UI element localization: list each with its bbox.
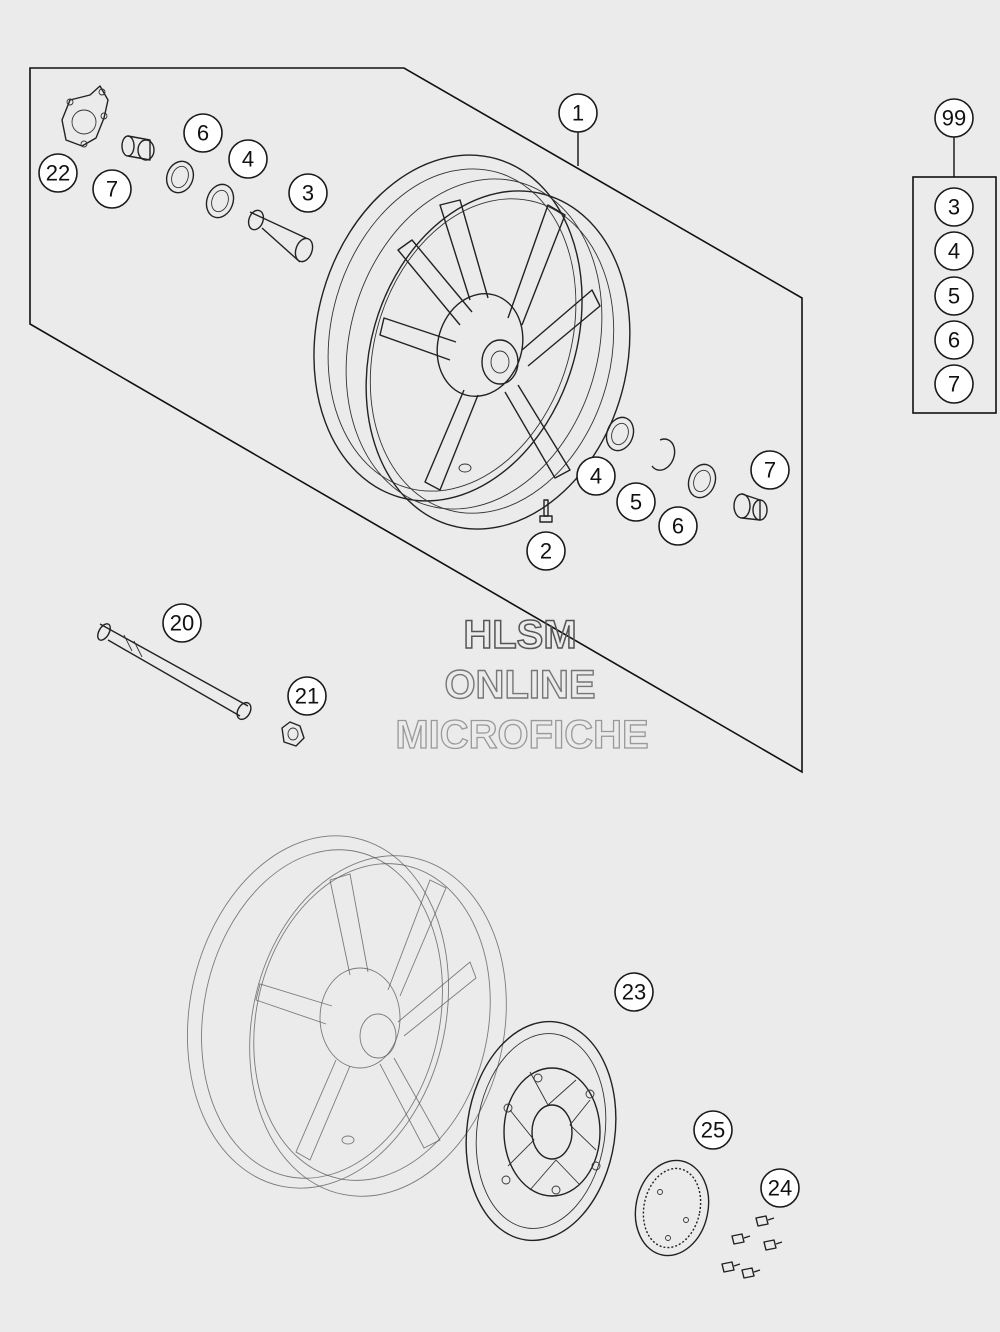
seal-right [605, 416, 635, 452]
bearing-left [205, 183, 235, 219]
wheel-upper [313, 154, 631, 530]
callout-25[interactable]: 25 [693, 1110, 733, 1150]
axle [97, 623, 252, 721]
callout-6[interactable]: 6 [183, 113, 223, 153]
bearing-right [687, 463, 717, 499]
callout-6b[interactable]: 6 [658, 506, 698, 546]
svg-text:3: 3 [948, 195, 960, 220]
svg-text:6: 6 [672, 514, 684, 539]
wheel-lower [186, 835, 507, 1197]
axle-nut [281, 721, 305, 747]
circlip [651, 438, 676, 471]
kit-item-6[interactable]: 6 [934, 320, 974, 360]
callout-2[interactable]: 2 [526, 531, 566, 571]
svg-text:21: 21 [295, 684, 319, 709]
svg-text:22: 22 [46, 161, 70, 186]
abs-tone-ring [634, 1159, 710, 1257]
disc-screws [721, 1215, 783, 1279]
watermark-line2: ONLINE [444, 663, 595, 707]
callout-22[interactable]: 22 [38, 153, 78, 193]
brake-disc [465, 1020, 617, 1242]
callout-5[interactable]: 5 [616, 482, 656, 522]
callout-1[interactable]: 1 [558, 93, 598, 133]
kit-box [912, 176, 997, 414]
watermark-line1: HLSM [463, 613, 576, 657]
kit-item-5[interactable]: 5 [934, 276, 974, 316]
valve-stem [539, 499, 553, 523]
assembly-outline [29, 67, 803, 774]
svg-text:6: 6 [948, 328, 960, 353]
svg-text:7: 7 [764, 458, 776, 483]
spacer-right [733, 493, 768, 521]
svg-text:4: 4 [590, 464, 602, 489]
spacer-left [121, 135, 155, 161]
svg-text:4: 4 [948, 239, 960, 264]
svg-text:99: 99 [942, 106, 966, 131]
callout-21[interactable]: 21 [287, 676, 327, 716]
callout-24[interactable]: 24 [760, 1168, 800, 1208]
kit-item-3[interactable]: 3 [934, 187, 974, 227]
callout-4[interactable]: 4 [228, 139, 268, 179]
svg-text:1: 1 [572, 101, 584, 126]
callout-20[interactable]: 20 [162, 603, 202, 643]
sensor-bracket [61, 85, 109, 148]
svg-text:5: 5 [630, 490, 642, 515]
callout-7[interactable]: 7 [92, 169, 132, 209]
svg-text:7: 7 [948, 372, 960, 397]
spacer-tube [247, 209, 314, 263]
svg-text:3: 3 [302, 181, 314, 206]
svg-text:20: 20 [170, 611, 194, 636]
callout-7b[interactable]: 7 [750, 450, 790, 490]
svg-text:23: 23 [622, 980, 646, 1005]
kit-item-4[interactable]: 4 [934, 231, 974, 271]
callout-99[interactable]: 99 [934, 98, 974, 138]
watermark-line3: MICROFICHE [395, 713, 648, 757]
seal-left [165, 160, 195, 194]
kit-item-7[interactable]: 7 [934, 364, 974, 404]
callout-3[interactable]: 3 [288, 173, 328, 213]
svg-text:5: 5 [948, 284, 960, 309]
svg-text:25: 25 [701, 1118, 725, 1143]
svg-text:24: 24 [768, 1176, 792, 1201]
svg-text:7: 7 [106, 177, 118, 202]
svg-text:2: 2 [540, 539, 552, 564]
callout-23[interactable]: 23 [614, 972, 654, 1012]
svg-text:6: 6 [197, 121, 209, 146]
callout-4b[interactable]: 4 [576, 456, 616, 496]
svg-text:4: 4 [242, 147, 254, 172]
